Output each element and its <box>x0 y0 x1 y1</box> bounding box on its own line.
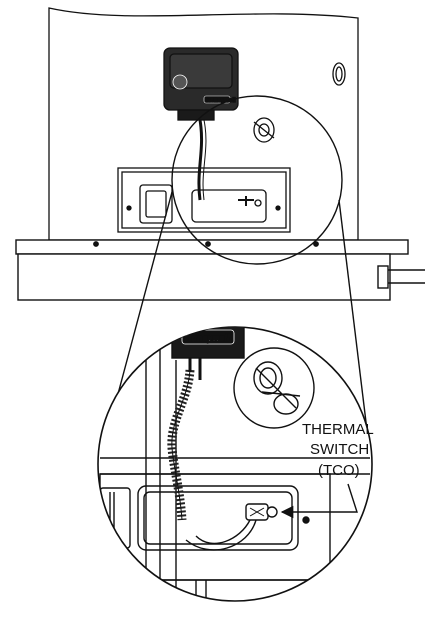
control-knob <box>172 74 188 90</box>
side-fitting <box>377 265 389 289</box>
inner-door <box>191 189 267 223</box>
magnified-view: Honeywell <box>97 326 373 602</box>
brand-label-large: Honeywell <box>185 333 230 343</box>
zoom-source-circle <box>171 95 343 265</box>
base-band <box>15 239 425 301</box>
side-pipe <box>388 269 425 284</box>
callout-line-2: SWITCH <box>310 441 369 458</box>
tank-body <box>48 7 359 241</box>
base-pan <box>17 253 391 301</box>
tco-callout: THERMAL SWITCH (TCO) <box>280 421 374 519</box>
tank-side-port <box>332 62 346 86</box>
callout-line-1: THERMAL <box>302 421 374 438</box>
detail-fitting <box>233 347 315 429</box>
heater-overview: Honeywell <box>48 7 359 241</box>
callout-leader <box>280 483 358 519</box>
brand-label-small: Honeywell <box>206 98 236 104</box>
zoom-line-right <box>338 199 371 456</box>
callout-line-3: (TCO) <box>318 462 360 479</box>
panel-bracket <box>139 184 173 224</box>
